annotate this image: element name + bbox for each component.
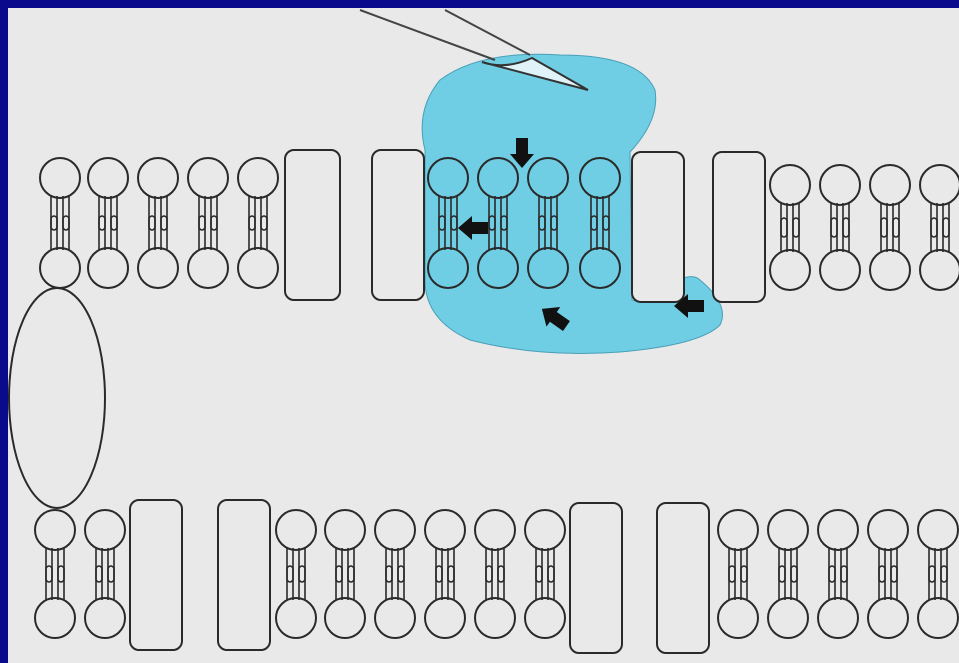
phospholipid — [375, 566, 415, 638]
lipid-unit — [525, 510, 565, 638]
phospholipid — [85, 566, 125, 638]
lipid-unit — [238, 158, 278, 288]
membrane-protein — [372, 150, 424, 300]
membrane-protein — [570, 503, 622, 653]
phospholipid — [475, 510, 515, 582]
lipid-unit — [85, 510, 125, 638]
phospholipid — [870, 218, 910, 290]
phospholipid — [375, 510, 415, 582]
lower-membrane — [35, 500, 958, 653]
lipid-unit — [920, 165, 959, 290]
slide-canvas — [8, 8, 959, 663]
phospholipid — [88, 158, 128, 230]
phospholipid — [35, 566, 75, 638]
lipid-unit — [325, 510, 365, 638]
phospholipid — [718, 566, 758, 638]
lipid-unit — [768, 510, 808, 638]
membrane-protein — [632, 152, 684, 302]
lipid-unit — [35, 510, 75, 638]
phospholipid — [770, 218, 810, 290]
phospholipid — [325, 510, 365, 582]
phospholipid — [818, 510, 858, 582]
phospholipid — [40, 158, 80, 230]
lipid-unit — [276, 510, 316, 638]
phospholipid — [138, 216, 178, 288]
membrane-protein — [713, 152, 765, 302]
phospholipid — [768, 566, 808, 638]
phospholipid — [475, 566, 515, 638]
membrane-protein — [130, 500, 182, 650]
phospholipid — [238, 158, 278, 230]
lipid-unit — [870, 165, 910, 290]
phospholipid — [718, 510, 758, 582]
phospholipid — [820, 165, 860, 237]
phospholipid — [276, 566, 316, 638]
phospholipid — [770, 165, 810, 237]
phospholipid — [768, 510, 808, 582]
phospholipid — [525, 566, 565, 638]
lipid-unit — [138, 158, 178, 288]
phospholipid — [918, 510, 958, 582]
lipid-unit — [188, 158, 228, 288]
lipid-unit — [820, 165, 860, 290]
phospholipid — [88, 216, 128, 288]
lipid-unit — [375, 510, 415, 638]
lipid-unit — [88, 158, 128, 288]
phospholipid — [818, 566, 858, 638]
phospholipid — [276, 510, 316, 582]
phospholipid — [870, 165, 910, 237]
lipid-unit — [718, 510, 758, 638]
phospholipid — [138, 158, 178, 230]
lipid-unit — [868, 510, 908, 638]
lipid-unit — [918, 510, 958, 638]
lipid-unit — [818, 510, 858, 638]
phospholipid — [820, 218, 860, 290]
membrane-protein — [285, 150, 340, 300]
gap-junction — [9, 288, 105, 508]
lipid-unit — [475, 510, 515, 638]
membrane-protein — [218, 500, 270, 650]
membrane-protein — [657, 503, 709, 653]
phospholipid — [85, 510, 125, 582]
phospholipid — [425, 566, 465, 638]
phospholipid — [425, 510, 465, 582]
lipid-unit — [40, 158, 80, 288]
phospholipid — [35, 510, 75, 582]
phospholipid — [868, 510, 908, 582]
phospholipid — [40, 216, 80, 288]
membrane-diagram — [8, 8, 959, 663]
lipid-unit — [770, 165, 810, 290]
phospholipid — [325, 566, 365, 638]
lipid-unit — [425, 510, 465, 638]
phospholipid — [188, 216, 228, 288]
phospholipid — [868, 566, 908, 638]
phospholipid — [238, 216, 278, 288]
phospholipid — [188, 158, 228, 230]
phospholipid — [920, 218, 959, 290]
phospholipid — [920, 165, 959, 237]
phospholipid — [525, 510, 565, 582]
phospholipid — [918, 566, 958, 638]
